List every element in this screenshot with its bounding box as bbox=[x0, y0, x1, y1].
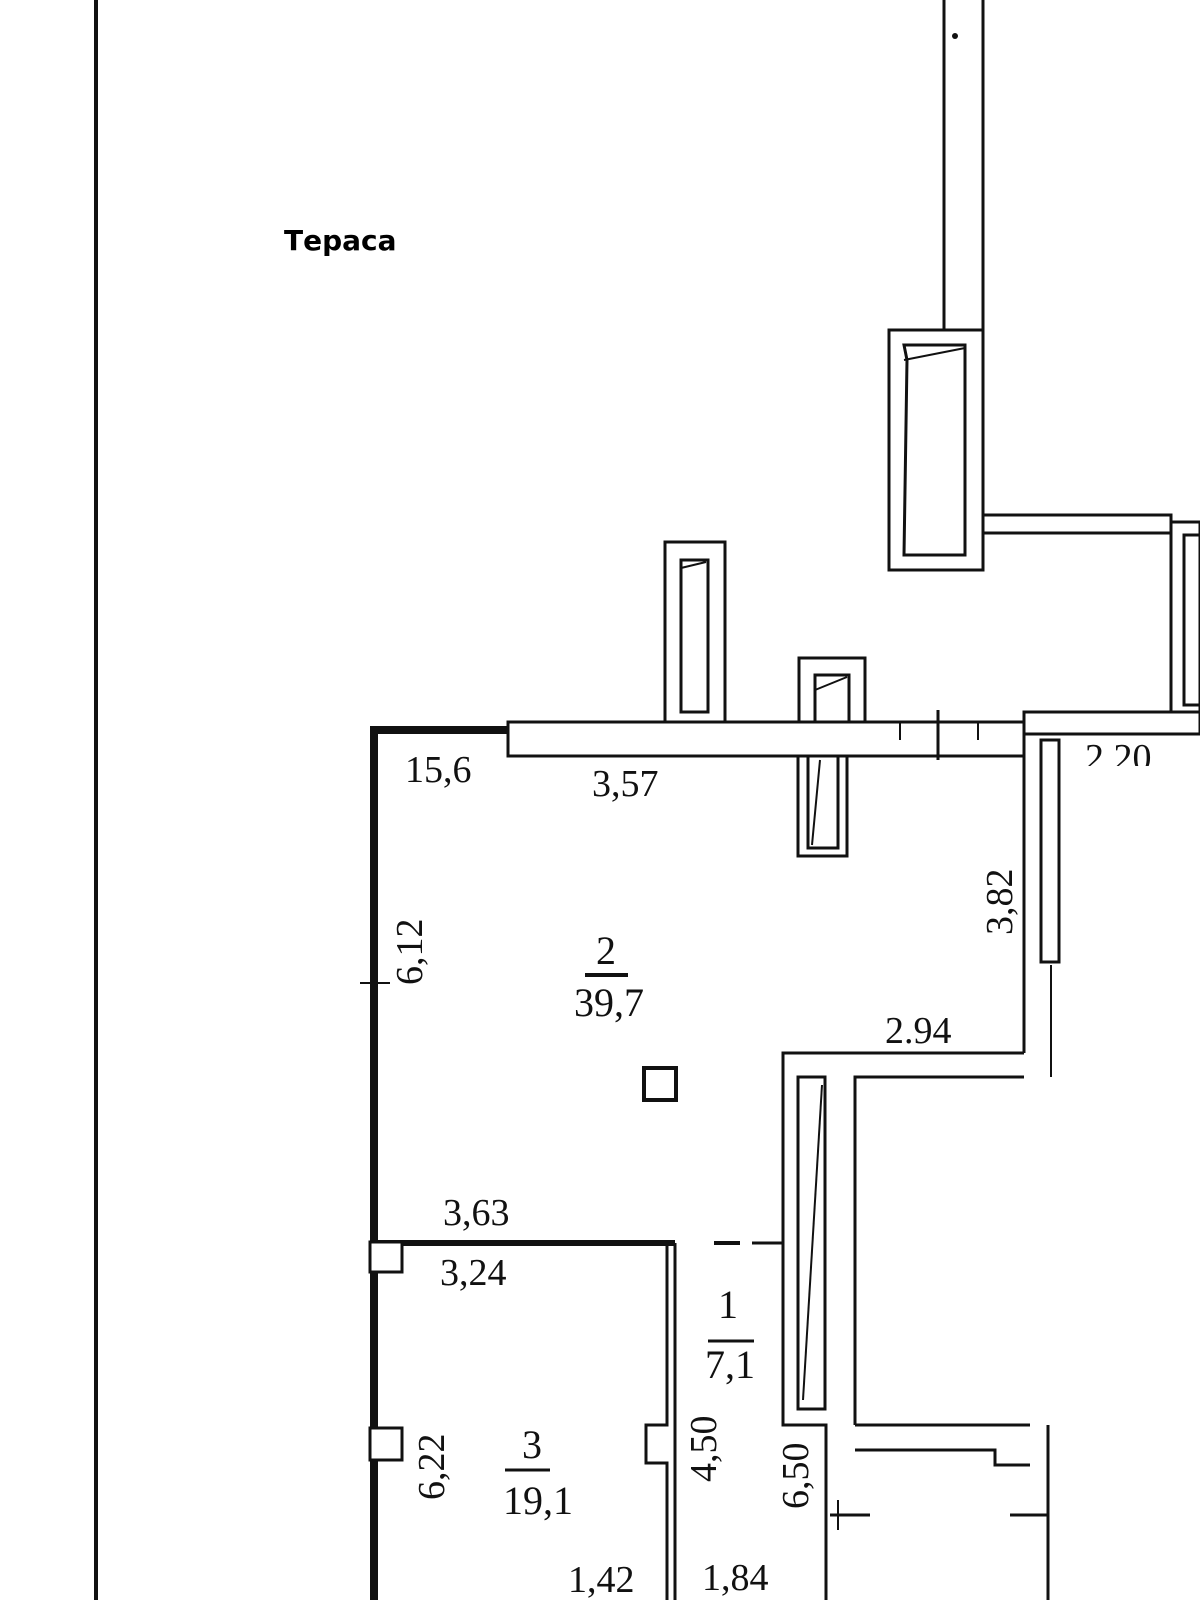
dim-4-50: 4,50 bbox=[683, 1416, 725, 1483]
room2-number: 2 bbox=[596, 928, 616, 973]
room3-area: 19,1 bbox=[503, 1478, 573, 1523]
dot-mark bbox=[952, 33, 958, 39]
left-exterior-wall bbox=[370, 726, 508, 1600]
room1-number: 1 bbox=[718, 1282, 738, 1327]
wall-upper-right bbox=[981, 513, 1173, 535]
dim-6-12: 6,12 bbox=[389, 919, 431, 986]
dim-3-57: 3,57 bbox=[592, 763, 659, 805]
column-left-1 bbox=[368, 1240, 404, 1274]
dim-15-6: 15,6 bbox=[405, 749, 472, 791]
terrace-label: Тераса bbox=[284, 224, 397, 257]
right-window-strip bbox=[1039, 738, 1061, 964]
column-left-2 bbox=[368, 1426, 404, 1462]
dim-3-24: 3,24 bbox=[440, 1252, 507, 1294]
window-glass-upper-right bbox=[902, 343, 967, 557]
square-marker bbox=[642, 1066, 678, 1102]
dim-2-94: 2.94 bbox=[885, 1010, 952, 1052]
room2-inner-wall bbox=[781, 1051, 1024, 1237]
dim-6-50: 6,50 bbox=[775, 1443, 817, 1510]
room2-area: 39,7 bbox=[574, 980, 644, 1025]
top-wall-right bbox=[1022, 710, 1200, 736]
room3-number: 3 bbox=[522, 1422, 542, 1467]
dim-3-63: 3,63 bbox=[443, 1192, 510, 1234]
top-wall bbox=[506, 720, 1026, 758]
dim-6-22: 6,22 bbox=[411, 1434, 453, 1501]
dim-1-42: 1,42 bbox=[568, 1559, 635, 1600]
dim-3-82: 3,82 bbox=[979, 869, 1021, 936]
dim-1-84: 1,84 bbox=[702, 1557, 769, 1599]
room1-area: 7,1 bbox=[705, 1342, 755, 1387]
closet-strip bbox=[796, 1075, 827, 1411]
